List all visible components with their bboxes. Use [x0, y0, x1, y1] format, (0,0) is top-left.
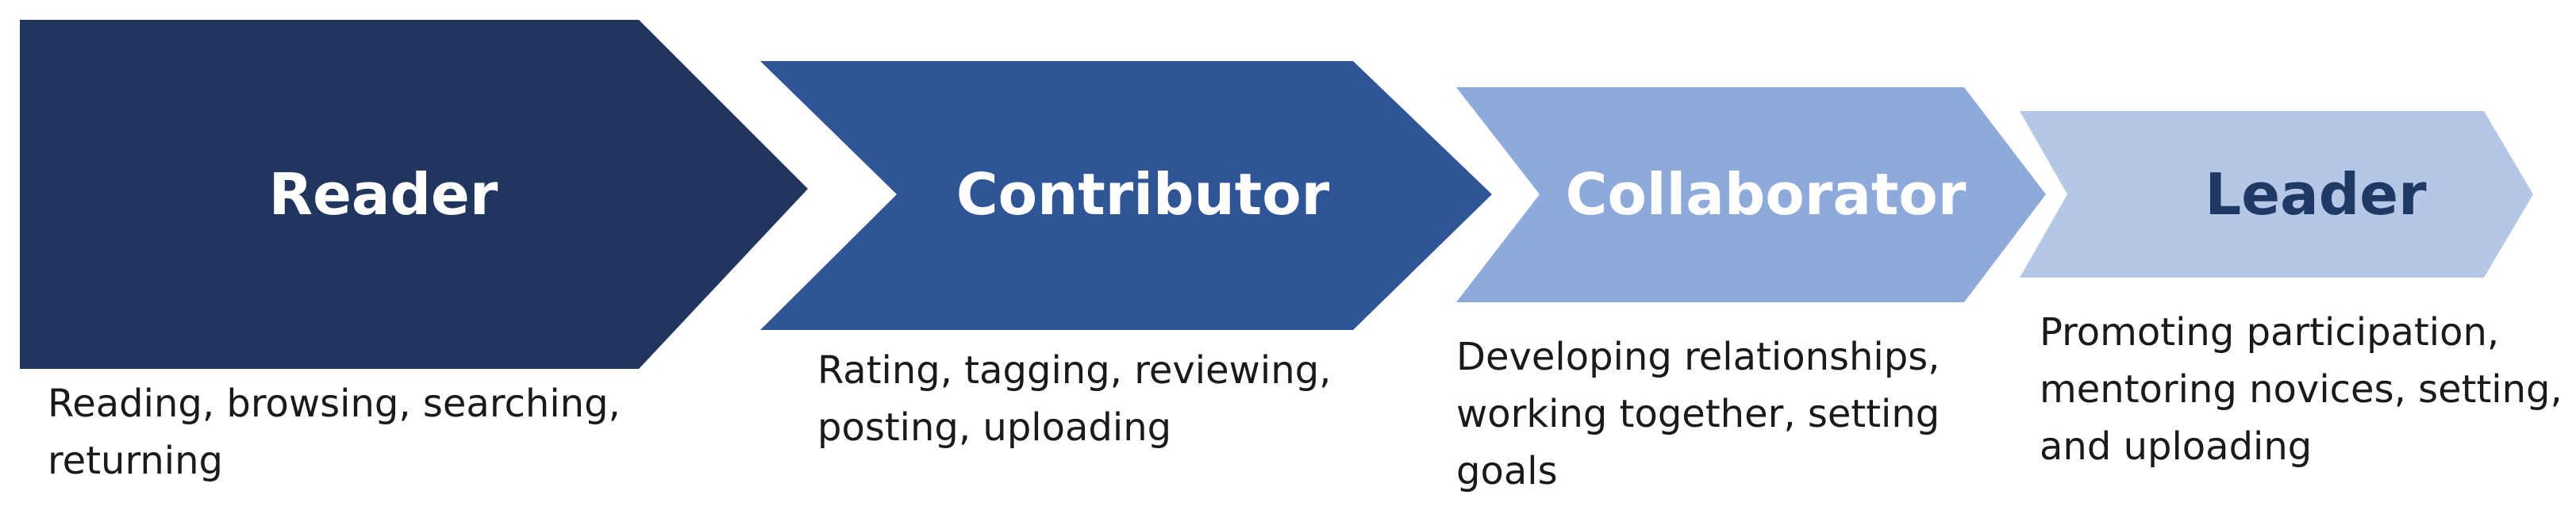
contributor-description-line: Rating, tagging, reviewing,	[817, 348, 1332, 393]
collaborator-title: Collaborator	[1566, 161, 1967, 228]
reader-arrow-shape	[20, 20, 808, 369]
leader-title: Leader	[2205, 161, 2427, 228]
leader-description: Promoting participation, mentoring novic…	[2040, 304, 2563, 475]
leader-description-line: mentoring novices, setting,	[2040, 367, 2563, 412]
contributor-title: Contributor	[956, 161, 1330, 228]
contributor-arrow-shape	[760, 61, 1492, 330]
stage-collaborator-arrow: Collaborator	[1456, 87, 2046, 302]
collaborator-description-line: Developing relationships,	[1456, 335, 1940, 379]
reader-description-line: returning	[48, 439, 223, 483]
contributor-description: Rating, tagging, reviewing, posting, upl…	[817, 342, 1331, 456]
contributor-description-line: posting, uploading	[817, 405, 1172, 450]
reader-title: Reader	[269, 161, 498, 228]
collaborator-description: Developing relationships, working togeth…	[1456, 328, 1940, 500]
stage-reader-arrow: Reader	[20, 20, 808, 369]
collaborator-arrow-shape	[1456, 87, 2046, 302]
stage-contributor-arrow: Contributor	[760, 61, 1492, 330]
reader-description: Reading, browsing, searching, returning	[48, 375, 621, 489]
reader-description-line: Reading, browsing, searching,	[48, 382, 621, 426]
stage-leader-arrow: Leader	[2020, 111, 2533, 278]
collaborator-description-line: working together, setting	[1456, 392, 1940, 436]
leader-description-line: and uploading	[2040, 424, 2313, 469]
leader-description-line: Promoting participation,	[2040, 310, 2500, 355]
leader-arrow-shape	[2020, 111, 2533, 278]
collaborator-description-line: goals	[1456, 449, 1558, 493]
